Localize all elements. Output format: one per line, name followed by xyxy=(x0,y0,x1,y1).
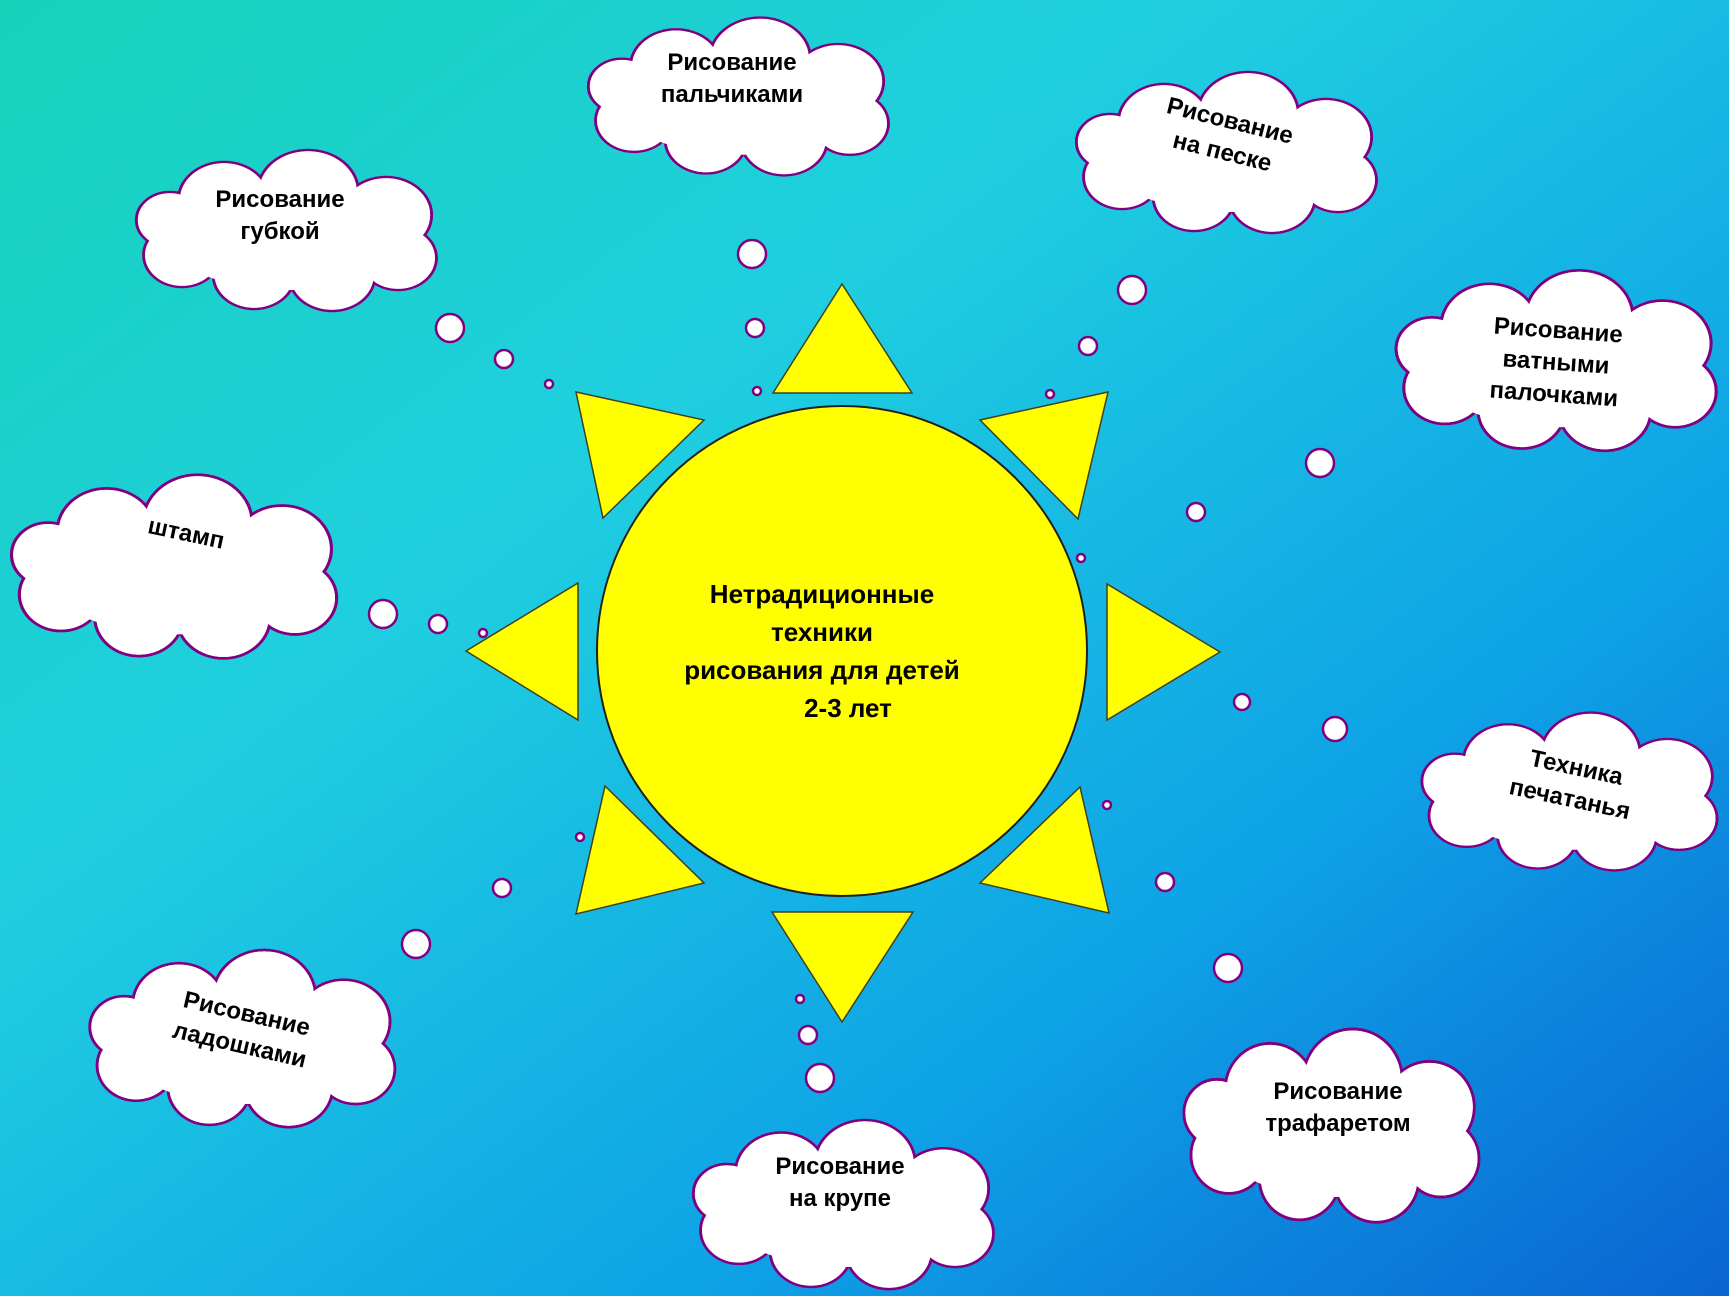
thought-bubbles xyxy=(367,238,1349,1094)
bubble-groats-2 xyxy=(797,1024,819,1046)
sun-ray-top-left xyxy=(575,391,706,520)
bubble-cotton-1 xyxy=(1304,447,1336,479)
cloud-sponge-label: Рисование губкой xyxy=(160,184,400,248)
bubble-sponge-3 xyxy=(543,378,555,390)
sun-ray-top-right xyxy=(978,391,1110,521)
bubble-palms-1 xyxy=(400,928,432,960)
sun-ray-bottom xyxy=(770,911,915,1024)
bubble-finger-2 xyxy=(744,317,766,339)
sun-ray-left xyxy=(464,581,579,722)
sun-label: Нетрадиционные техники рисования для дет… xyxy=(662,575,1022,727)
bubble-sponge-2 xyxy=(493,348,515,370)
sun-ray-right xyxy=(1106,582,1222,722)
sun-label-line-2: техники xyxy=(771,617,873,647)
bubble-stencil-1 xyxy=(1212,952,1244,984)
bubble-palms-3 xyxy=(574,831,586,843)
sun-ray-bottom-right xyxy=(978,785,1111,915)
cloud-sponge-line-2: губкой xyxy=(240,218,320,245)
bubble-palms-2 xyxy=(491,877,513,899)
cloud-groats-label: Рисование на крупе xyxy=(720,1151,960,1215)
bubble-sand-1 xyxy=(1116,274,1148,306)
sun-label-line-1: Нетрадиционные xyxy=(709,579,935,609)
cloud-sponge-line-1: Рисование xyxy=(215,186,345,213)
bubble-stamp-3 xyxy=(477,627,489,639)
sun xyxy=(464,282,1222,1024)
cloud-cotton-label: Рисование ватными палочками xyxy=(1433,307,1679,420)
sun-ray-bottom-left xyxy=(575,784,706,916)
sun-ray-top xyxy=(771,282,914,394)
cloud-groats-line-2: на крупе xyxy=(788,1185,892,1212)
bubble-groats-1 xyxy=(804,1062,836,1094)
sun-label-line-3: рисования для детей xyxy=(684,655,960,685)
bubble-stencil-3 xyxy=(1101,799,1113,811)
cloud-finger-label: Рисование пальчиками xyxy=(612,47,852,111)
bubble-stamp-2 xyxy=(427,613,449,635)
cloud-groats-line-1: Рисование xyxy=(775,1153,905,1180)
bubble-groats-3 xyxy=(794,993,806,1005)
cloud-stencil-line-1: Рисование xyxy=(1273,1078,1403,1105)
bubble-sand-2 xyxy=(1077,335,1099,357)
bubble-cotton-3 xyxy=(1075,552,1087,564)
sun-core xyxy=(596,405,1088,897)
bubble-finger-1 xyxy=(736,238,768,270)
bubble-finger-3 xyxy=(751,385,763,397)
cloud-stencil-line-2: трафаретом xyxy=(1265,1110,1411,1137)
bubble-cotton-2 xyxy=(1185,501,1207,523)
bubble-sand-3 xyxy=(1044,388,1056,400)
bubble-printing-2 xyxy=(1232,692,1252,712)
bubble-stencil-2 xyxy=(1154,871,1176,893)
cloud-finger-line-2: пальчиками xyxy=(660,81,804,108)
bubble-printing-1 xyxy=(1321,715,1349,743)
cloud-stencil-label: Рисование трафаретом xyxy=(1218,1076,1458,1140)
bubble-stamp-1 xyxy=(367,598,399,630)
sun-label-line-4: 2-3 лет xyxy=(804,693,892,723)
cloud-finger-line-1: Рисование xyxy=(667,49,797,76)
bubble-sponge-1 xyxy=(434,312,466,344)
